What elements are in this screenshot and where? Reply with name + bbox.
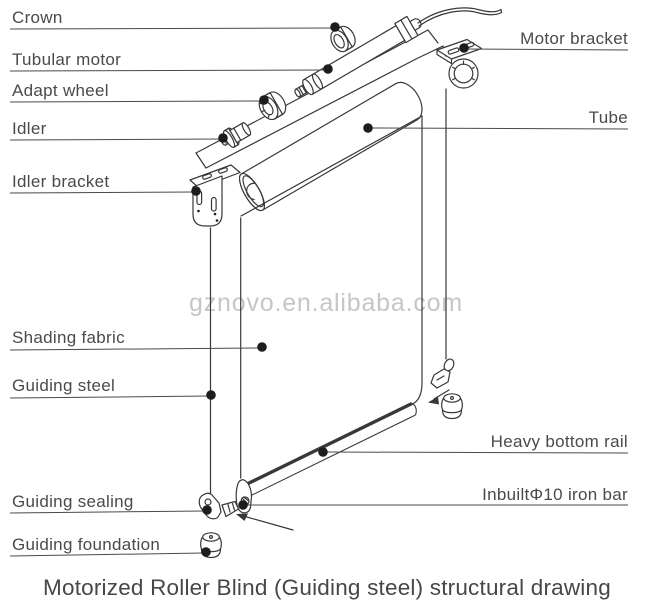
- power-cable: [417, 7, 503, 27]
- watermark-text: gznovo.en.alibaba.com: [189, 289, 463, 317]
- label-idler: Idler: [12, 119, 47, 138]
- guiding-sealing-right: [430, 358, 455, 389]
- tube: [238, 81, 423, 212]
- label-tubular-motor: Tubular motor: [12, 50, 121, 69]
- label-adapt-wheel: Adapt wheel: [12, 81, 109, 100]
- label-tube: Tube: [589, 108, 628, 127]
- label-inbuilt-iron-bar: InbuiltΦ10 iron bar: [482, 485, 628, 504]
- label-guiding-steel: Guiding steel: [12, 376, 115, 395]
- label-shading-fabric: Shading fabric: [12, 328, 125, 347]
- label-guiding-sealing: Guiding sealing: [12, 492, 134, 511]
- idler-bracket: [189, 164, 241, 227]
- roller-blind-diagram: gznovo.en.alibaba.com: [9, 7, 629, 559]
- motor-bracket: [436, 38, 483, 89]
- idler: [220, 122, 252, 148]
- assembly-arrow-left: [236, 513, 294, 531]
- label-guiding-foundation: Guiding foundation: [12, 535, 160, 554]
- label-idler-bracket: Idler bracket: [12, 172, 109, 191]
- label-heavy-bottom-rail: Heavy bottom rail: [491, 432, 628, 451]
- leader-lines: [9, 22, 629, 557]
- label-crown: Crown: [12, 8, 63, 27]
- guiding-foundation-right: [441, 393, 463, 420]
- adapt-wheel: [258, 91, 287, 121]
- drawing-title: Motorized Roller Blind (Guiding steel) s…: [43, 575, 611, 600]
- assembly-arrow-right: [428, 389, 450, 405]
- label-motor-bracket: Motor bracket: [520, 29, 628, 48]
- heavy-bottom-rail: [235, 401, 417, 514]
- tubular-motor: [294, 15, 422, 98]
- part-labels: Crown Tubular motor Adapt wheel Idler Id…: [12, 8, 628, 554]
